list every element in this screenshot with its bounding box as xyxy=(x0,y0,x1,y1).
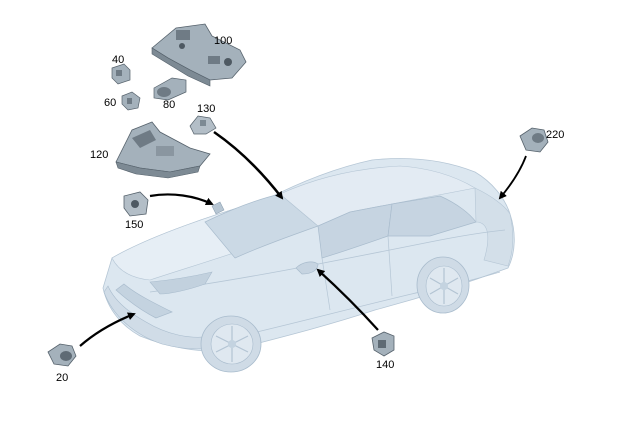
label-60: 60 xyxy=(104,97,117,109)
part-120-camera-cover xyxy=(115,121,211,179)
label-150: 150 xyxy=(125,219,144,231)
arrow-140 xyxy=(316,268,379,331)
arrow-220 xyxy=(498,155,527,200)
part-100-control-module xyxy=(151,23,247,87)
car-sensor-150-location xyxy=(211,201,225,215)
label-120: 120 xyxy=(90,149,109,161)
car-illustration xyxy=(102,158,515,373)
car-roof xyxy=(279,165,476,227)
car-side-line xyxy=(149,229,506,293)
label-140: 140 xyxy=(376,359,395,371)
label-130: 130 xyxy=(197,103,216,115)
part-60-clip xyxy=(121,91,141,111)
arrow-20 xyxy=(79,312,136,347)
label-100: 100 xyxy=(214,35,233,47)
arrow-150 xyxy=(149,193,214,206)
car-sill-line xyxy=(239,271,501,337)
car-door-line xyxy=(387,235,393,297)
part-40-bracket xyxy=(111,63,131,85)
car-front-wheel xyxy=(200,315,262,373)
part-150-radar xyxy=(123,191,149,217)
part-140-sensor xyxy=(371,331,395,357)
car-grille xyxy=(115,283,173,319)
car-headlight xyxy=(149,271,213,295)
label-20: 20 xyxy=(56,372,69,384)
part-220-sensor xyxy=(519,127,549,153)
car-side-mirror xyxy=(295,261,319,275)
part-20-parking-sensor xyxy=(47,343,77,367)
part-130-sensor xyxy=(189,115,217,135)
label-40: 40 xyxy=(112,54,125,66)
car-rear-wheel xyxy=(416,256,470,314)
part-80-camera xyxy=(153,77,187,101)
arrow-130 xyxy=(213,130,284,200)
car-rear xyxy=(474,187,514,267)
label-80: 80 xyxy=(163,99,176,111)
car-side-window-rear xyxy=(387,195,477,237)
car-door-line xyxy=(321,257,331,311)
label-220: 220 xyxy=(546,129,565,141)
